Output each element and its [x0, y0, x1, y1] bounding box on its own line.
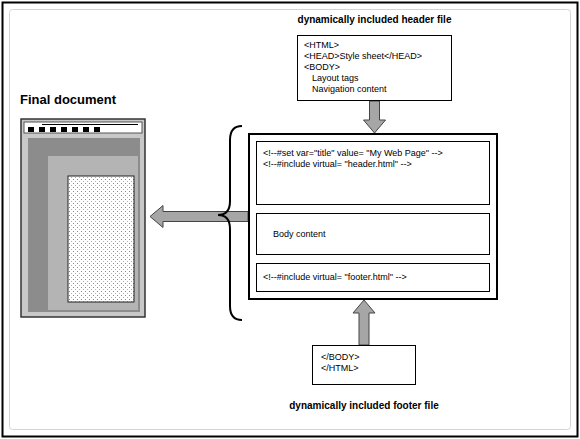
- code-line: Layout tags: [312, 73, 359, 84]
- outer-frame: [3, 3, 578, 437]
- block-arrow: [150, 206, 248, 228]
- title-bar: [24, 122, 142, 133]
- code-line: <!--#include virtual= "header.html" -->: [263, 159, 412, 170]
- page-area: [28, 138, 140, 312]
- template-section: <!--#include virtual= "footer.html" -->: [256, 263, 490, 292]
- code-line: </HTML>: [321, 363, 359, 374]
- code-line: <!--#set var="title" value= "My Web Page…: [263, 148, 443, 159]
- code-line: <!--#include virtual= "footer.html" -->: [263, 272, 407, 283]
- code-line: <BODY>: [304, 62, 340, 73]
- template-section: <!--#set var="title" value= "My Web Page…: [256, 141, 490, 205]
- template-section: Body content: [256, 213, 490, 255]
- file-box: </BODY></HTML>dynamically included foote…: [312, 345, 416, 385]
- final-document: Final document: [15, 92, 150, 320]
- file-label: dynamically included footer file: [289, 400, 438, 412]
- code-line: Navigation content: [312, 84, 387, 95]
- content-area: [68, 176, 134, 302]
- file-box: dynamically included header file<HTML><H…: [297, 35, 452, 101]
- layout-area: [48, 156, 138, 310]
- template-box: <!--#set var="title" value= "My Web Page…: [248, 133, 498, 300]
- title-bar-line: [42, 124, 138, 125]
- block-arrow: [364, 101, 386, 133]
- code-line: </BODY>: [321, 352, 360, 363]
- document-illustration: [21, 119, 145, 317]
- figure-title: Final document: [20, 92, 116, 108]
- inner-panel: [10, 10, 571, 430]
- curly-brace: [218, 126, 242, 320]
- code-line: <HEAD>Style sheet</HEAD>: [304, 51, 422, 62]
- window-frame: [21, 119, 145, 317]
- file-label: dynamically included header file: [298, 14, 452, 26]
- toolbar-icons: [28, 127, 100, 132]
- block-arrow: [353, 300, 375, 345]
- code-line: <HTML>: [304, 40, 339, 51]
- code-line: Body content: [273, 229, 326, 240]
